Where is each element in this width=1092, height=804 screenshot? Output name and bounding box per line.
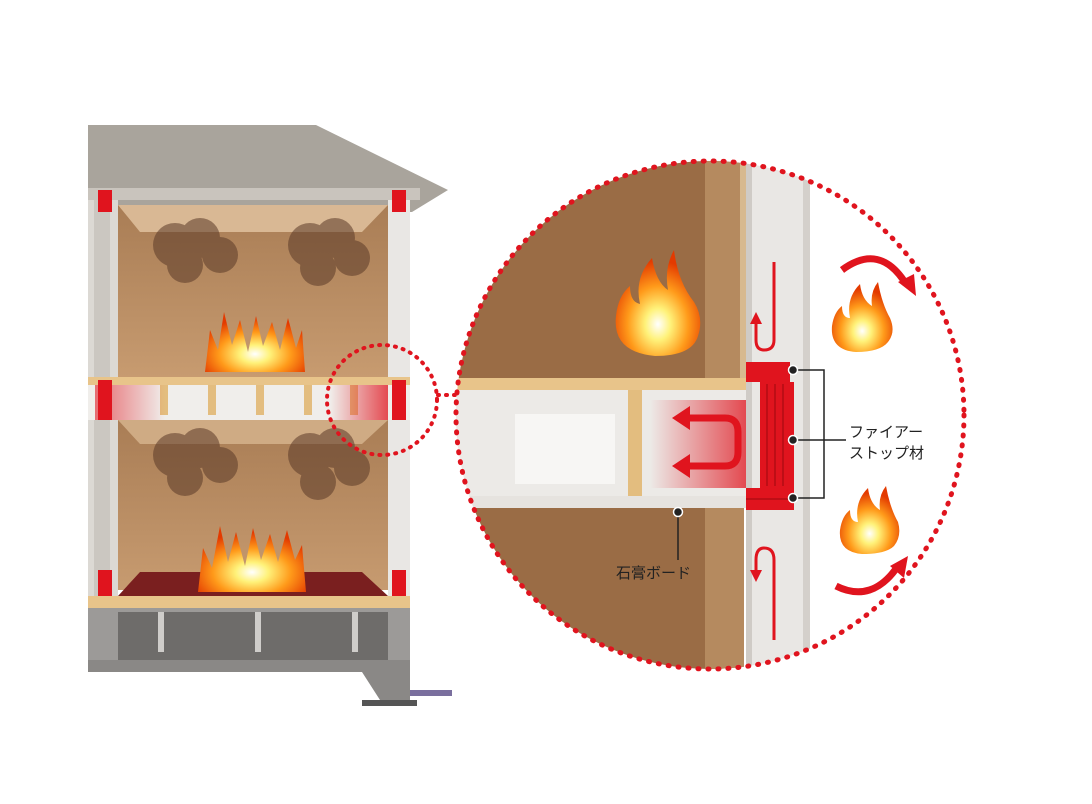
flame-icon	[615, 250, 701, 356]
fire-stop-label-line1: ファイアー	[849, 423, 924, 441]
zoom-focus-circle	[325, 343, 439, 457]
magnifier-circle	[453, 158, 967, 672]
fire-stop-marker	[392, 380, 406, 420]
curved-arrow-icon	[839, 255, 909, 286]
smoke-cloud-icon	[153, 428, 238, 496]
flame-icon	[198, 526, 306, 592]
house-cross-section	[88, 125, 452, 706]
flame-icon	[205, 312, 305, 372]
smoke-cloud-icon	[288, 218, 370, 286]
smoke-cloud-icon	[288, 428, 370, 500]
fire-stop-marker	[98, 190, 112, 212]
fire-stop-callout	[793, 369, 846, 499]
fire-stop-label-line2: ストップ材	[849, 444, 925, 462]
flame-icon	[831, 282, 893, 352]
fire-stop-label: ファイアー ストップ材	[849, 422, 959, 464]
fire-stop-material	[760, 382, 794, 488]
flame-icon	[839, 486, 900, 554]
fire-stop-marker	[98, 570, 112, 596]
fire-stop-marker	[98, 380, 112, 420]
u-turn-arrow-icon	[684, 414, 742, 470]
magnified-detail	[453, 158, 967, 672]
callout-dot-icon	[787, 364, 799, 376]
u-turn-arrow-icon	[754, 262, 776, 352]
gypsum-board-label: 石膏ボード	[616, 564, 692, 582]
curved-arrow-icon	[834, 563, 901, 596]
callout-dot-icon	[787, 434, 799, 446]
callout-dot-icon	[787, 492, 799, 504]
callout-dot-icon	[672, 506, 684, 518]
fire-stop-marker	[392, 570, 406, 596]
u-turn-arrow-icon	[754, 546, 776, 640]
fire-stop-marker	[392, 190, 406, 212]
smoke-cloud-icon	[153, 218, 238, 283]
